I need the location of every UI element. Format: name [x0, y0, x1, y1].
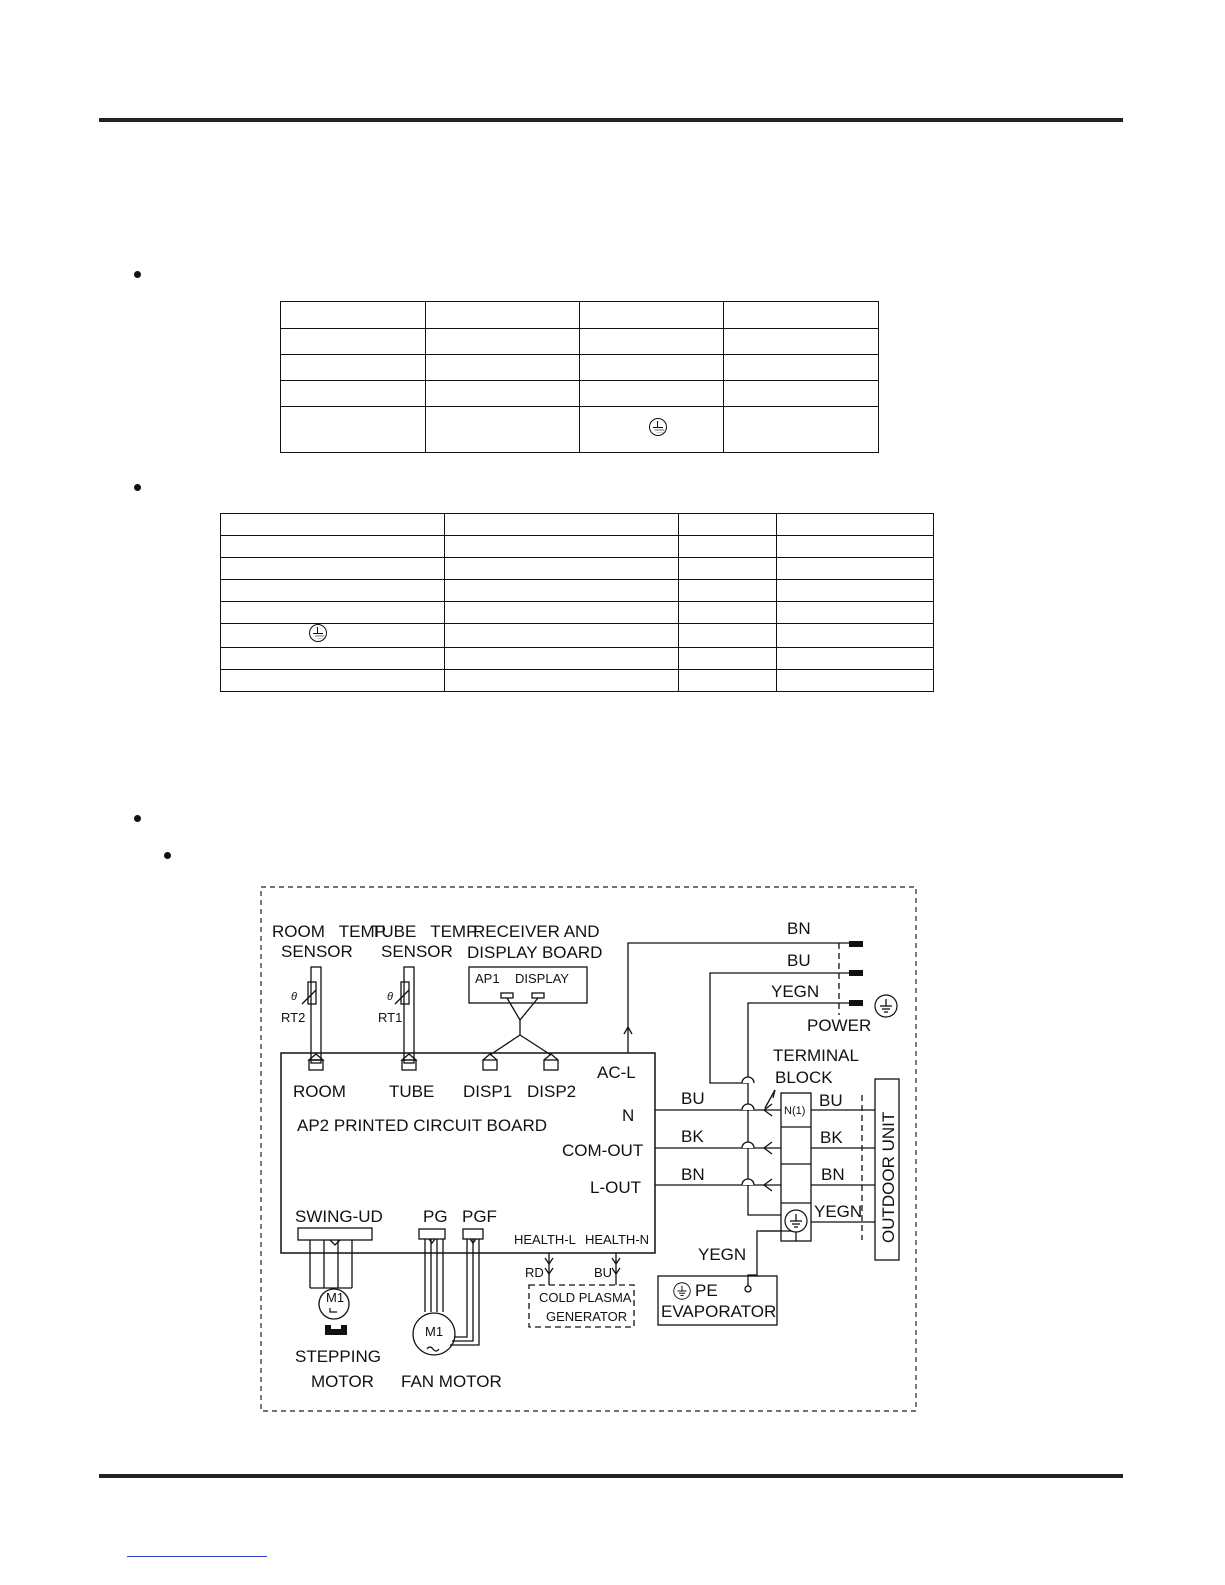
theta-label: θ [291, 991, 297, 1003]
receiver-board-label: DISPLAY BOARD [467, 943, 602, 962]
ground-icon [309, 624, 327, 642]
room-connector-label: ROOM [293, 1082, 346, 1101]
cold-plasma-label: GENERATOR [546, 1309, 627, 1324]
ac-l-label: AC-L [597, 1063, 636, 1082]
m1-step-label: M1 [326, 1290, 344, 1305]
terminal-block-label: BLOCK [775, 1068, 833, 1087]
disp2-connector-label: DISP2 [527, 1082, 576, 1101]
wire-color-label: BU [787, 951, 811, 970]
pe-label: PE [695, 1281, 718, 1300]
stepping-motor-label: STEPPING [295, 1347, 381, 1366]
ground-icon [648, 418, 667, 436]
pcb-board [280, 1052, 656, 1254]
com-out-label: COM-OUT [562, 1141, 643, 1160]
table-row [280, 328, 879, 355]
ap1-label: AP1 [475, 971, 500, 986]
wire-color-label: YEGN [771, 982, 819, 1001]
receiver-board-label: RECEIVER AND [473, 922, 600, 941]
diagram-frame [260, 886, 917, 1412]
room-temp-sensor-label: ROOM TEMP. [272, 922, 389, 941]
table-2 [220, 513, 934, 692]
bullet [134, 815, 141, 822]
table-1 [280, 301, 879, 453]
evaporator-label: EVAPORATOR [661, 1302, 776, 1321]
room-temp-sensor-label: SENSOR [281, 942, 353, 961]
fan-motor-label: FAN MOTOR [401, 1372, 502, 1391]
pg-label: PG [423, 1207, 448, 1226]
wire-color-label: BU [681, 1089, 705, 1108]
table-row [280, 301, 879, 329]
l-out-label: L-OUT [590, 1178, 641, 1197]
pcb-label: AP2 PRINTED CIRCUIT BOARD [297, 1116, 547, 1135]
cold-plasma-label: COLD PLASMA [539, 1290, 632, 1305]
wire-color-label: BN [787, 919, 811, 938]
health-n-label: HEALTH-N [585, 1232, 649, 1247]
wire-color-label: YEGN [814, 1202, 862, 1221]
m1-fan-label: M1 [425, 1324, 443, 1339]
wire-color-label: BK [820, 1128, 843, 1147]
table-row [220, 557, 934, 580]
power-label: POWER [807, 1016, 871, 1035]
outdoor-unit-label: OUTDOOR UNIT [879, 1112, 898, 1243]
rd-label: RD [525, 1265, 544, 1280]
wire-color-label: BN [821, 1165, 845, 1184]
n-label: N [622, 1106, 634, 1125]
ground-icon [673, 1282, 691, 1300]
bullet [134, 484, 141, 491]
rt1-label: RT1 [378, 1010, 402, 1025]
wire-color-label: BN [681, 1165, 705, 1184]
footer-link-underline[interactable] [127, 1556, 267, 1557]
pgf-label: PGF [462, 1207, 497, 1226]
bullet [134, 271, 141, 278]
n1-label: N(1) [784, 1105, 805, 1117]
table-row [220, 623, 934, 648]
display-label: DISPLAY [515, 971, 569, 986]
tube-connector-label: TUBE [389, 1082, 434, 1101]
bu-label: BU [594, 1265, 612, 1280]
tube-temp-sensor-label: TUBE TEMP. [371, 922, 480, 941]
tube-temp-sensor-label: SENSOR [381, 942, 453, 961]
table-row [220, 601, 934, 624]
wire-color-label: BK [681, 1127, 704, 1146]
health-l-label: HEALTH-L [514, 1232, 576, 1247]
theta-label: θ [387, 991, 393, 1003]
footer-rule [99, 1474, 1123, 1478]
rt2-label: RT2 [281, 1010, 305, 1025]
table-row [220, 579, 934, 602]
swing-ud-label: SWING-UD [295, 1207, 383, 1226]
ground-icon [784, 1209, 808, 1233]
bullet [164, 852, 171, 859]
table-row [220, 669, 934, 692]
wire-color-label: YEGN [698, 1245, 746, 1264]
terminal-block-label: TERMINAL [773, 1046, 859, 1065]
ground-icon [874, 994, 898, 1018]
table-row [220, 535, 934, 558]
table-row [280, 406, 879, 453]
wire-color-label: BU [819, 1091, 843, 1110]
disp1-connector-label: DISP1 [463, 1082, 512, 1101]
header-rule [99, 118, 1123, 122]
stepping-motor-label: MOTOR [311, 1372, 374, 1391]
